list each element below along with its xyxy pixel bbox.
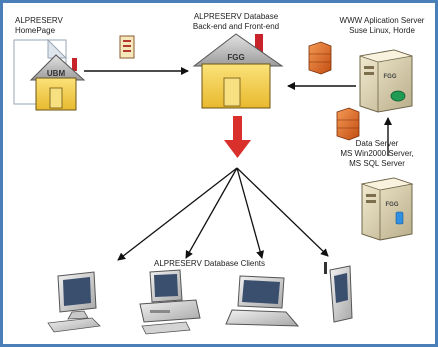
firewall-icon-top bbox=[308, 41, 332, 75]
desktop-monitor-icon bbox=[47, 271, 101, 333]
app-server-label: FGG bbox=[384, 74, 397, 80]
data-server-icon: FGG bbox=[360, 177, 414, 241]
desktop-pc-icon bbox=[139, 269, 201, 335]
database-title-line1: ALPRESERV Database bbox=[193, 12, 279, 21]
red-down-arrow bbox=[224, 116, 251, 158]
data-server-line1: Data Server bbox=[355, 139, 399, 148]
database-house-label: FGG bbox=[227, 53, 244, 62]
client-fanout-arrows bbox=[117, 167, 329, 261]
clients-caption: ALPRESERV Database Clients bbox=[154, 259, 266, 268]
homepage-title-line1: ALPRESERV bbox=[15, 16, 63, 25]
homepage-title: ALPRESERV HomePage bbox=[15, 16, 63, 36]
document-icon bbox=[119, 35, 135, 59]
homepage-icon: UBM bbox=[13, 38, 86, 111]
homepage-house-label: UBM bbox=[47, 69, 66, 78]
app-server-line1: WWW Aplication Server bbox=[339, 16, 425, 25]
homepage-title-line2: HomePage bbox=[15, 26, 56, 35]
firewall-icon-bottom bbox=[336, 107, 360, 141]
app-server-line2: Suse Linux, Horde bbox=[349, 26, 415, 35]
app-server-icon: FGG bbox=[359, 49, 413, 113]
database-title-line2: Back-end and Front-end bbox=[192, 22, 280, 31]
data-server-caption: Data Server MS Win2000 Server, MS SQL Se… bbox=[322, 139, 432, 169]
app-server-caption: WWW Aplication Server Suse Linux, Horde bbox=[328, 16, 436, 36]
database-title: ALPRESERV Database Back-end and Front-en… bbox=[168, 12, 304, 32]
handheld-device-icon bbox=[324, 262, 353, 323]
data-server-line2: MS Win2000 Server, bbox=[340, 149, 414, 158]
data-server-line3: MS SQL Server bbox=[349, 159, 405, 168]
laptop-icon bbox=[225, 275, 300, 327]
database-house-icon: FGG bbox=[192, 33, 284, 109]
data-server-label: FGG bbox=[386, 202, 399, 208]
